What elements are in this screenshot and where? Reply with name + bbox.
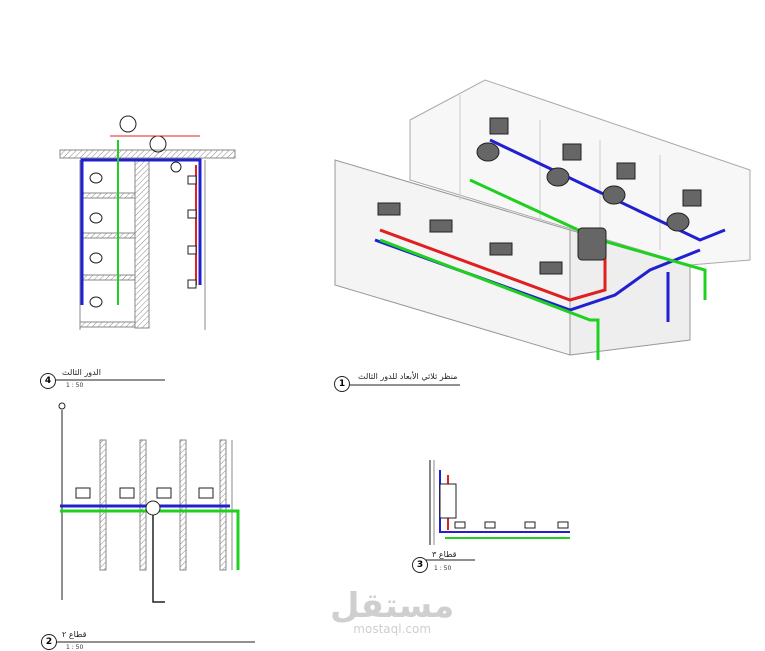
watermark-latin: mostaql.com xyxy=(353,622,432,636)
view-title-1: منظر ثلاثي الأبعاد للدور الثالث xyxy=(358,372,458,381)
view-scale-4: 1 : 50 xyxy=(66,382,84,389)
view-number-3: 3 xyxy=(412,557,428,573)
view-scale-3: 1 : 50 xyxy=(434,565,452,572)
watermark-arabic: مستقل xyxy=(330,586,455,626)
view-number-4: 4 xyxy=(40,373,56,389)
section-3-view xyxy=(420,460,570,561)
view-title-3: قطاع ٣ xyxy=(432,550,457,559)
watermark: مستقل mostaql.com xyxy=(330,586,455,636)
view-title-2: قطاع ٢ xyxy=(62,630,87,639)
section-2-view xyxy=(48,402,255,643)
view-scale-2: 1 : 50 xyxy=(66,644,84,651)
plan-view-third-floor xyxy=(40,115,236,381)
view-number-2: 2 xyxy=(41,634,57,650)
3d-view-third-floor xyxy=(334,79,751,386)
view-number-1: 1 xyxy=(334,376,350,392)
view-title-4: الدور الثالث xyxy=(62,368,101,377)
